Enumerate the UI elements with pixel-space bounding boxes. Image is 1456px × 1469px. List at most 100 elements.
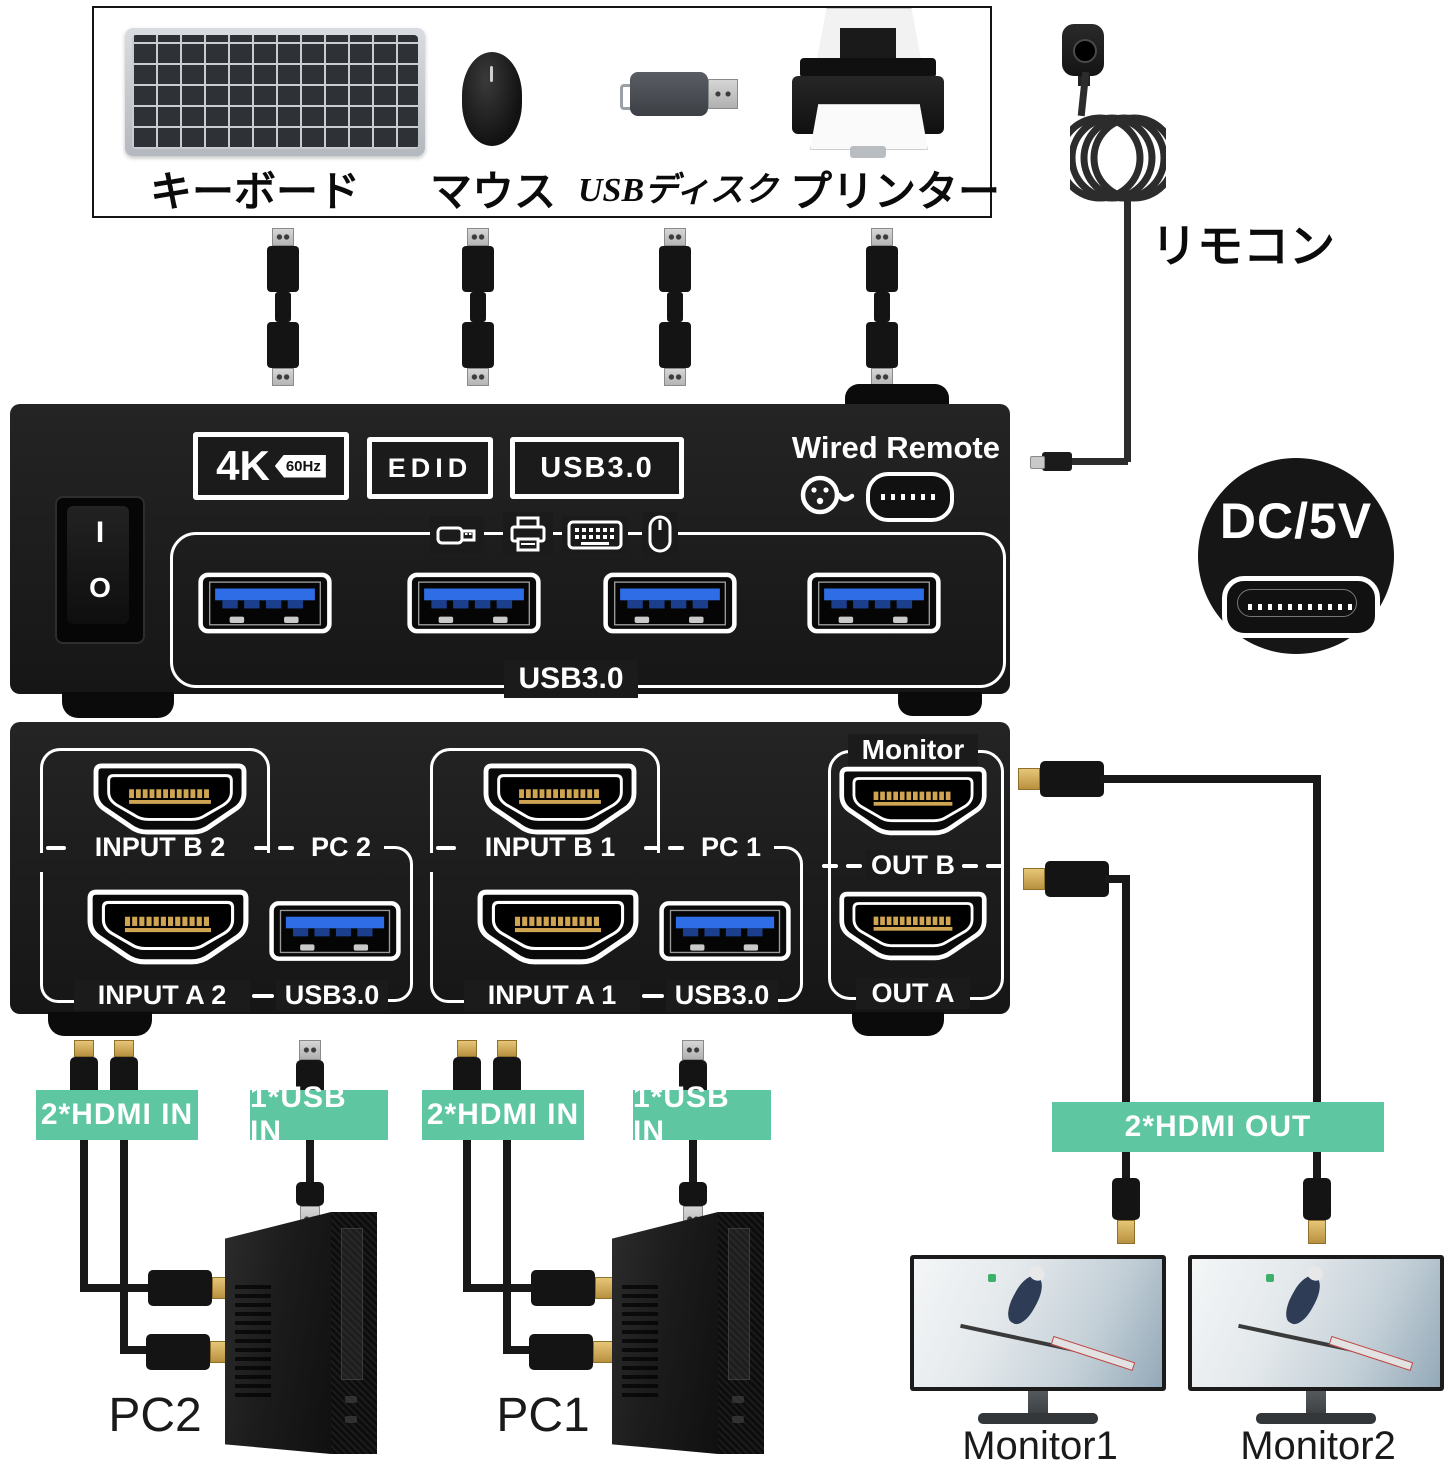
screen-logo: [1266, 1274, 1275, 1283]
hdmi-input-b2-port[interactable]: [92, 762, 248, 836]
usb3-port-2[interactable]: [406, 566, 542, 640]
power-on-mark: I: [95, 516, 105, 549]
mouse-slit: [490, 66, 493, 82]
out-a-label: OUT A: [856, 978, 970, 1009]
monitor2-stand: [1306, 1391, 1326, 1417]
hdmi-cable: [80, 1100, 88, 1292]
pc1-label: PC1: [496, 1389, 590, 1442]
pc2-label: PC2: [108, 1389, 202, 1442]
pc1-tower-image: [612, 1212, 764, 1454]
pc-front-panel: [718, 1212, 764, 1454]
tag-text: 1*USB IN: [633, 1081, 730, 1148]
hdmi-plug: [529, 1334, 617, 1370]
badge-usb30-text: USB3.0: [540, 451, 654, 484]
badge-4k60hz: 4K 60Hz: [193, 432, 349, 500]
usb-cable: [689, 1100, 697, 1186]
wired-remote-port[interactable]: [866, 472, 954, 522]
outline-segment: [430, 872, 483, 1003]
hdmi-input-a2-port[interactable]: [86, 888, 250, 966]
monitor2-base: [1256, 1413, 1376, 1424]
hdmi-plug: [146, 1334, 234, 1370]
hdmi-input-a1-port[interactable]: [476, 888, 640, 966]
usb3-pc1-label: USB3.0: [666, 980, 778, 1011]
badge-4k-text: 4K: [216, 442, 270, 489]
power-switch[interactable]: I O: [55, 496, 145, 644]
tag-usb-in-pc1: 1*USB IN: [633, 1081, 771, 1148]
badge-usb30: USB3.0: [510, 437, 684, 499]
out-b-label: OUT B: [866, 850, 960, 881]
hdmi-input-b1-port[interactable]: [482, 762, 638, 836]
pc-vent: [622, 1282, 658, 1397]
input-b2-label: INPUT B 2: [94, 832, 226, 862]
tag-text: 2*HDMI IN: [40, 1098, 194, 1131]
pc-side-panel: [225, 1212, 331, 1454]
monitor1-stand: [1028, 1391, 1048, 1417]
remote-label: リモコン: [1151, 220, 1335, 272]
pc-button: [732, 1416, 744, 1423]
remote-button-image: [1062, 24, 1104, 86]
outline-segment: [40, 748, 270, 853]
wired-remote-label: Wired Remote: [791, 430, 1000, 465]
hdmi-cable: [1105, 875, 1130, 883]
screen-logo: [988, 1274, 997, 1283]
keyboard-image: [125, 28, 425, 156]
skier-figure: [1002, 1271, 1048, 1329]
pc-side-panel: [612, 1212, 718, 1454]
pc-button: [345, 1416, 357, 1423]
power-off-mark: O: [89, 572, 111, 603]
mouse-icon: [642, 512, 678, 556]
usb-disk-label: USBディスク: [578, 172, 778, 209]
hdmi-out-b-port[interactable]: [838, 764, 988, 838]
usb3-input-pc2-port[interactable]: [268, 898, 402, 964]
keyboard-label: キーボード: [149, 168, 360, 215]
monitor2-image: [1188, 1255, 1444, 1391]
input-a1-label: INPUT A 1: [464, 980, 640, 1011]
tag-text: 1*USB IN: [250, 1081, 347, 1148]
hdmi-plug: [531, 1270, 619, 1306]
usb3-port-3[interactable]: [602, 566, 738, 640]
hdmi-plug: [1023, 861, 1111, 897]
input-a2-label: INPUT A 2: [74, 980, 250, 1011]
usb-disk-image: [620, 72, 740, 116]
usb-c-pins: [1247, 604, 1355, 610]
hdmi-cable: [503, 1346, 533, 1354]
badge-60hz-text: 60Hz: [274, 454, 326, 478]
tag-usb-in-pc2: 1*USB IN: [250, 1081, 388, 1148]
skis: [1051, 1335, 1136, 1371]
hdmi-plug: [1299, 1178, 1335, 1244]
usb3-port-4[interactable]: [806, 566, 942, 640]
pc-button: [345, 1396, 357, 1403]
pc1-port-label: PC 1: [700, 832, 762, 862]
usb3-row-label: USB3.0: [504, 660, 638, 698]
rear-foot-right: [852, 1012, 944, 1036]
dc5v-label: DC/5V: [1219, 493, 1373, 549]
skier-figure: [1280, 1271, 1326, 1329]
mouse-image: [462, 52, 522, 146]
badge-edid-text: EDID: [387, 452, 473, 483]
skis: [1329, 1335, 1414, 1371]
hdmi-plug: [1018, 761, 1106, 797]
hub-foot-right: [898, 692, 982, 716]
pc2-tower-image: [225, 1212, 377, 1454]
pc2-port-label: PC 2: [310, 832, 372, 862]
kvm-rear-panel: INPUT B 2 PC 2 INPUT A 2 USB3.0 INPUT B …: [10, 722, 1010, 1014]
kvm-top-panel: I O 4K 60Hz EDID USB3.0 Wired Remote: [10, 404, 1010, 698]
hdmi-plug: [148, 1270, 236, 1306]
usb-link-cable-keyboard: [265, 228, 301, 386]
usb-link-cable-mouse: [460, 228, 496, 386]
dc5v-badge: DC/5V: [1198, 458, 1394, 654]
pc-front-panel: [331, 1212, 377, 1454]
remote-cable: [1068, 458, 1128, 465]
hdmi-out-a-port[interactable]: [838, 888, 988, 964]
usb3-input-pc1-port[interactable]: [658, 898, 792, 964]
hdmi-cable: [80, 1284, 150, 1292]
printer-label: プリンター: [790, 168, 1001, 215]
monitor1-label: Monitor1: [962, 1424, 1118, 1468]
usb3-port-1[interactable]: [197, 566, 333, 640]
printer-icon: [503, 512, 553, 556]
remote-plug: [1042, 452, 1072, 471]
hdmi-cable: [120, 1100, 128, 1354]
outline-segment: [774, 846, 803, 1002]
rear-foot-left: [48, 1012, 152, 1036]
hub-foot-left: [62, 692, 174, 718]
